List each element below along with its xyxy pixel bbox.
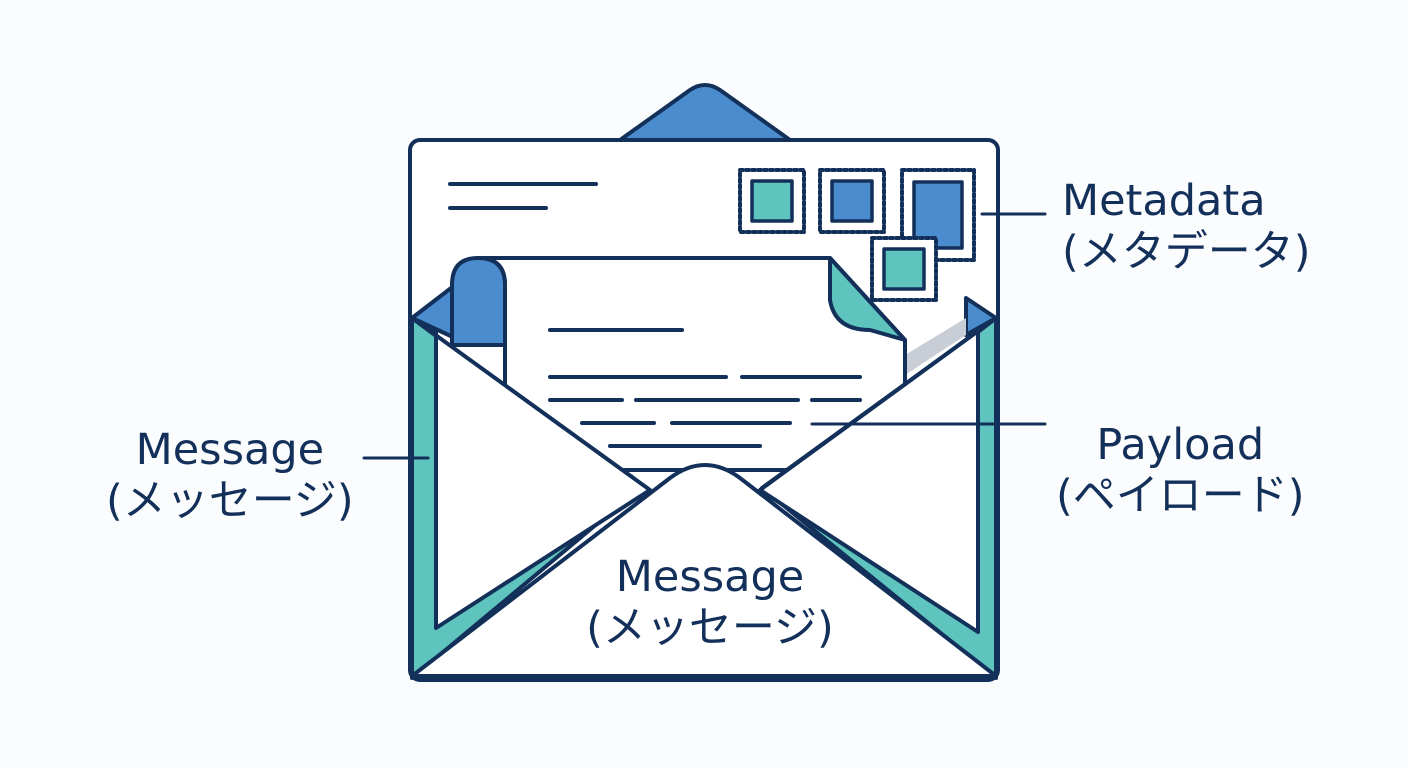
- metadata-label-en: Metadata: [1062, 176, 1266, 226]
- envelope-top-flap: [618, 83, 792, 142]
- message-label-left-en: Message: [135, 425, 325, 475]
- stamp-icon: [870, 236, 938, 302]
- stamp-icon: [818, 168, 886, 234]
- front-panel-left: [410, 316, 652, 630]
- metadata-label-ja: (メタデータ): [1062, 226, 1311, 277]
- front-bottom-flap: [410, 463, 998, 678]
- message-label-left-ja: (メッセージ): [106, 475, 354, 526]
- pocket-shadow: [905, 318, 966, 375]
- payload-label-ja: (ペイロード): [1056, 470, 1305, 521]
- payload-label: Payload (ペイロード): [1056, 420, 1305, 521]
- message-label-center-ja: (メッセージ): [586, 602, 834, 653]
- message-label-center: Message (メッセージ): [575, 552, 845, 653]
- front-panel-right: [758, 316, 998, 634]
- stamp-icon: [738, 168, 806, 234]
- message-label-left: Message (メッセージ): [106, 425, 354, 526]
- message-label-center-en: Message: [615, 552, 805, 602]
- metadata-label: Metadata (メタデータ): [1062, 176, 1311, 277]
- letter-curl: [450, 256, 507, 347]
- letter-fold: [828, 256, 907, 342]
- payload-label-en: Payload: [1096, 420, 1265, 470]
